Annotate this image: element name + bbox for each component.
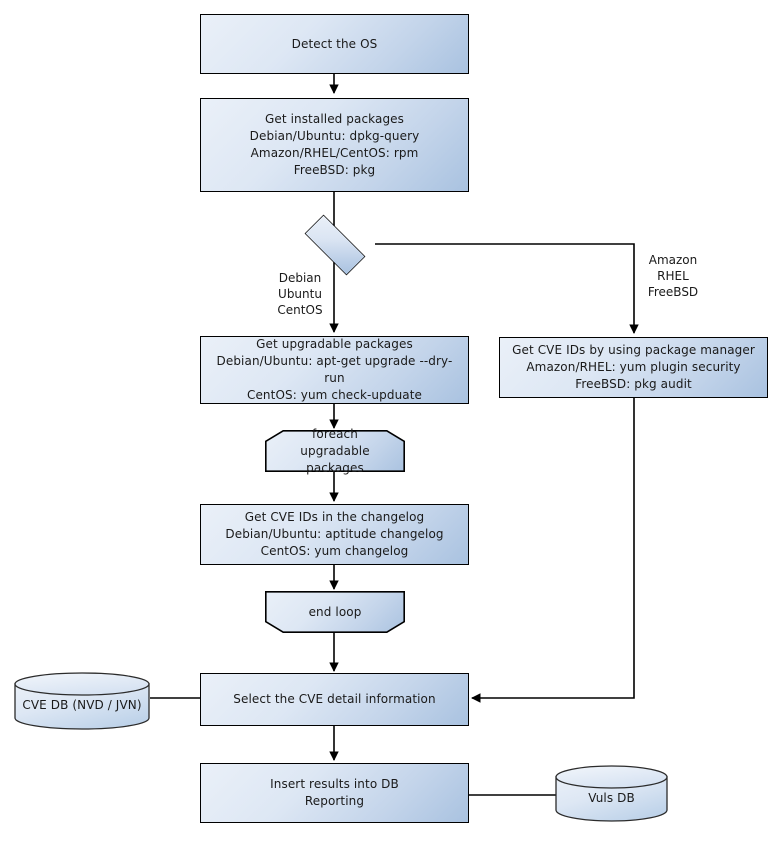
node-select-cve-detail-label: Select the CVE detail information (233, 692, 436, 706)
edge-label-right-branch: Amazon RHEL FreeBSD (647, 253, 699, 299)
edge-label-left-branch: Debian Ubuntu CentOS (277, 271, 323, 317)
node-foreach-loop-start[interactable]: foreach upgradable packages (265, 427, 405, 475)
node-get-cve-ids-changelog[interactable]: Get CVE IDs in the changelog Debian/Ubun… (200, 504, 469, 565)
node-select-cve-detail[interactable]: Select the CVE detail information (200, 673, 469, 726)
node-get-installed-packages[interactable]: Get installed packages Debian/Ubuntu: dp… (200, 98, 469, 192)
loop-start-outline (265, 430, 405, 472)
node-get-cve-ids-changelog-label: Get CVE IDs in the changelog Debian/Ubun… (225, 510, 444, 558)
edge-decision-right-branch (375, 243, 639, 334)
node-insert-results[interactable]: Insert results into DB Reporting (200, 763, 469, 823)
node-vuls-db[interactable]: Vuls DB (554, 765, 669, 823)
node-detect-os-label: Detect the OS (291, 36, 378, 51)
node-get-cve-ids-pkg-manager[interactable]: Get CVE IDs by using package manager Ama… (499, 337, 768, 398)
decision-diamond-shape (304, 214, 366, 276)
node-end-loop-label: end loop (308, 604, 362, 619)
node-cve-db[interactable]: CVE DB (NVD / JVN) (13, 671, 151, 731)
node-get-upgradable-packages[interactable]: Get upgradable packages Debian/Ubuntu: a… (200, 336, 469, 404)
node-get-cve-ids-pkg-manager-label: Get CVE IDs by using package manager Ama… (512, 343, 755, 391)
node-foreach-loop-start-label: foreach upgradable packages (300, 426, 370, 475)
node-insert-results-label: Insert results into DB Reporting (270, 777, 399, 808)
vuls-db-cylinder-shape (555, 765, 668, 822)
node-detect-os[interactable]: Detect the OS (200, 14, 469, 74)
node-end-loop[interactable]: end loop (265, 591, 405, 633)
node-vuls-db-label: Vuls DB (588, 790, 635, 805)
node-cve-db-label: CVE DB (NVD / JVN) (22, 697, 142, 712)
cve-db-cylinder-shape (14, 672, 150, 730)
loop-start-shape (265, 430, 405, 472)
edge-pkgmanager-to-select (471, 398, 635, 703)
node-get-upgradable-packages-label: Get upgradable packages Debian/Ubuntu: a… (216, 337, 453, 402)
node-os-decision[interactable] (293, 214, 375, 276)
loop-end-shape (265, 591, 405, 633)
loop-end-outline (265, 591, 405, 633)
node-get-installed-packages-label: Get installed packages Debian/Ubuntu: dp… (249, 112, 420, 177)
